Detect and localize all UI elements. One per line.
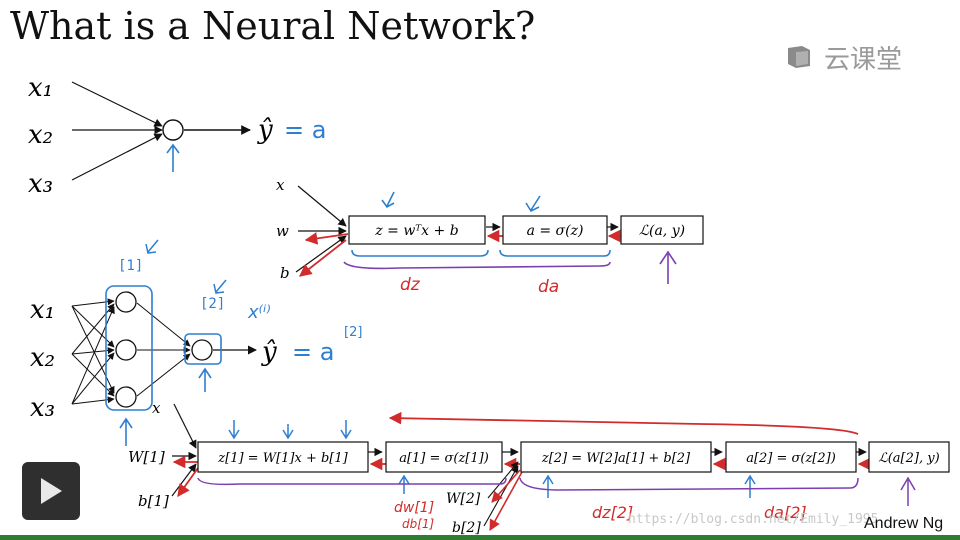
output-node — [191, 339, 213, 361]
graph-box-a — [502, 215, 608, 245]
hidden-node-2 — [115, 339, 137, 361]
hidden-node-1 — [115, 291, 137, 313]
grad2-label-dw1: dw[1] — [394, 500, 434, 516]
layer-output-annotation-sup: [2] — [344, 325, 362, 340]
graph-input-x: x — [276, 176, 285, 194]
graph2-box-z1-text: z[1] = W[1]x + b[1] — [217, 451, 348, 466]
watermark-url: https://blog.csdn.net/Emily_1995 — [628, 512, 879, 527]
graph2-box-z1 — [197, 441, 369, 473]
graph-input-w: w — [276, 222, 289, 240]
graph2-param-b2: b[2] — [452, 520, 481, 536]
graph2-param-w2: W[2] — [446, 491, 481, 507]
layer-input-x2: x₂ — [30, 343, 55, 373]
output-annotation: = a — [284, 116, 326, 144]
brand-logo: 云课堂 — [784, 40, 903, 75]
graph2-param-b1: b[1] — [138, 492, 169, 510]
graph2-input-x: x — [152, 399, 161, 417]
output-yhat-label: ŷ — [257, 115, 273, 145]
layer1-tag: [1] — [118, 258, 143, 274]
grad2-label-da2: da[2] — [764, 503, 807, 522]
slide-title: What is a Neural Network? — [10, 4, 536, 48]
grad-label-dz: dz — [400, 275, 421, 295]
graph2-box-a1 — [385, 441, 503, 473]
layer2-tag: [2] — [200, 296, 225, 312]
input-x2-label: x₂ — [28, 120, 53, 150]
neuron-node — [162, 119, 184, 141]
input-x3-label: x₃ — [28, 169, 53, 199]
layer-output-annotation: = a — [292, 338, 334, 366]
graph2-box-loss-text: ℒ(a[2], y) — [878, 451, 939, 466]
graph-box-z-text: z = wᵀx + b — [374, 223, 458, 239]
layer-output-yhat: ŷ — [261, 337, 277, 367]
graph-box-loss — [620, 215, 704, 245]
cloud-class-logo-icon — [788, 46, 810, 68]
progress-bar[interactable] — [0, 535, 960, 540]
graph2-box-z2 — [520, 441, 712, 473]
brand-text: 云课堂 — [824, 44, 903, 75]
graph2-param-w1: W[1] — [128, 448, 165, 466]
play-button[interactable] — [22, 462, 80, 520]
two-layer-network-diagram: x₁ x₂ x₃ ŷ = a [2] [1] — [30, 239, 362, 446]
layer-input-x3: x₃ — [30, 393, 55, 423]
author-name: Andrew Ng — [864, 515, 944, 532]
grad-label-da: da — [538, 277, 559, 297]
input-x1-label: x₁ — [28, 73, 53, 103]
graph2-box-z2-text: z[2] = W[2]a[1] + b[2] — [541, 451, 691, 466]
two-layer-computation-graph: x W[1] b[1] z[1] = W[1]x + b[1] a[1] = σ… — [128, 399, 950, 536]
grad2-label-dz2: dz[2] — [592, 503, 633, 522]
graph2-box-loss — [868, 441, 950, 473]
graph2-box-a1-text: a[1] = σ(z[1]) — [399, 451, 489, 466]
logistic-computation-graph: x w b z = wᵀx + b a = σ(z) ℒ(a, y) dz da — [276, 176, 704, 297]
grad2-label-db1: db[1] — [402, 517, 435, 531]
graph-input-b: b — [280, 264, 290, 282]
graph2-box-a2 — [725, 441, 857, 473]
sample-x-tag: x⁽ⁱ⁾ — [247, 302, 271, 323]
single-neuron-diagram: x₁ x₂ x₃ ŷ = a — [28, 73, 326, 199]
hidden-node-3 — [115, 386, 137, 408]
graph-box-loss-text: ℒ(a, y) — [639, 223, 685, 239]
graph-box-a-text: a = σ(z) — [527, 223, 584, 239]
graph-box-z — [348, 215, 486, 245]
play-icon — [41, 478, 62, 504]
graph2-box-a2-text: a[2] = σ(z[2]) — [746, 451, 836, 466]
layer-input-x1: x₁ — [30, 295, 55, 325]
